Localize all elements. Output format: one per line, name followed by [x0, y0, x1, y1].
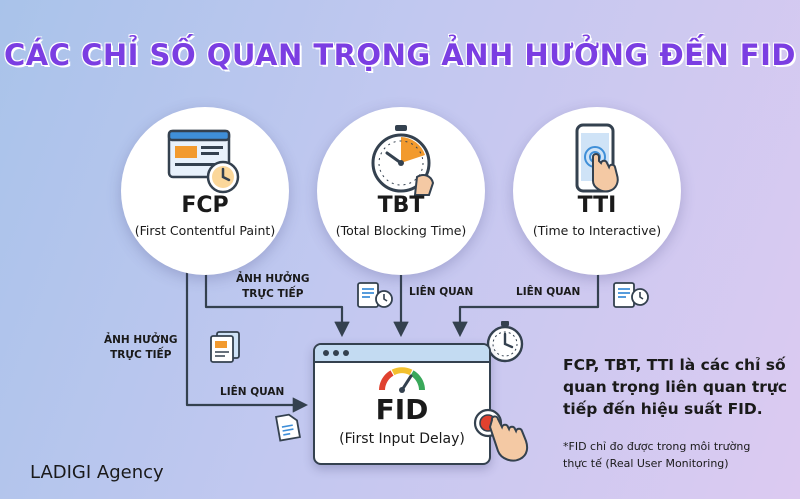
- fcp-direct-label-line1: ẢNH HƯỞNG: [236, 273, 310, 285]
- page-title: CÁC CHỈ SỐ QUAN TRỌNG ẢNH HƯỞNG ĐẾN FID: [4, 38, 796, 72]
- fcp-direct-side-label: ẢNH HƯỞNG TRỰC TIẾP: [104, 333, 178, 363]
- fcp-direct-connector: [204, 268, 350, 338]
- fcp-direct-label-line2: TRỰC TIẾP: [242, 288, 304, 300]
- fcp-direct-side-label-line2: TRỰC TIẾP: [110, 349, 172, 361]
- metric-abbr-fcp: FCP: [181, 193, 229, 218]
- fid-window-titlebar: [315, 345, 489, 363]
- metric-circle-fcp: FCP (First Contentful Paint): [121, 107, 289, 275]
- fcp-related-label: LIÊN QUAN: [220, 386, 285, 398]
- brand-logo-text: LADIGI Agency: [30, 462, 164, 483]
- document-clock-icon: [357, 282, 393, 308]
- fid-window: FID (First Input Delay): [313, 343, 491, 465]
- web-page-clock-icon: [167, 129, 240, 194]
- summary-note: FCP, TBT, TTI là các chỉ số quan trọng l…: [563, 356, 788, 418]
- fid-abbr: FID: [375, 393, 429, 426]
- fcp-direct-label: ẢNH HƯỞNG TRỰC TIẾP: [236, 272, 310, 302]
- metric-full-tti: (Time to Interactive): [532, 223, 662, 238]
- tti-related-connector: [452, 268, 600, 338]
- fcp-direct-side-label-line1: ẢNH HƯỞNG: [104, 334, 178, 346]
- metric-full-tbt: (Total Blocking Time): [335, 223, 467, 238]
- metric-circle-tbt: TBT (Total Blocking Time): [317, 107, 485, 275]
- speedometer-gauge-icon: [379, 367, 425, 393]
- fcp-related-connector: [185, 270, 309, 413]
- smartphone-tap-icon: [575, 123, 619, 193]
- alarm-clock-icon: [486, 321, 524, 363]
- fid-full: (First Input Delay): [339, 431, 465, 447]
- document-stack-icon: [210, 331, 240, 363]
- metric-abbr-tbt: TBT: [377, 193, 425, 218]
- metric-full-fcp: (First Contentful Paint): [134, 223, 276, 238]
- hand-pressing-button-icon: [473, 408, 529, 462]
- document-icon: [275, 413, 301, 442]
- metric-circle-tti: TTI (Time to Interactive): [513, 107, 681, 275]
- tti-related-label: LIÊN QUAN: [516, 286, 581, 298]
- stopwatch-hand-icon: [371, 125, 435, 196]
- document-clock-icon: [613, 282, 649, 308]
- tbt-related-label: LIÊN QUAN: [409, 286, 474, 298]
- metric-abbr-tti: TTI: [577, 193, 617, 218]
- footnote: *FID chỉ đo được trong môi trường thực t…: [563, 440, 751, 470]
